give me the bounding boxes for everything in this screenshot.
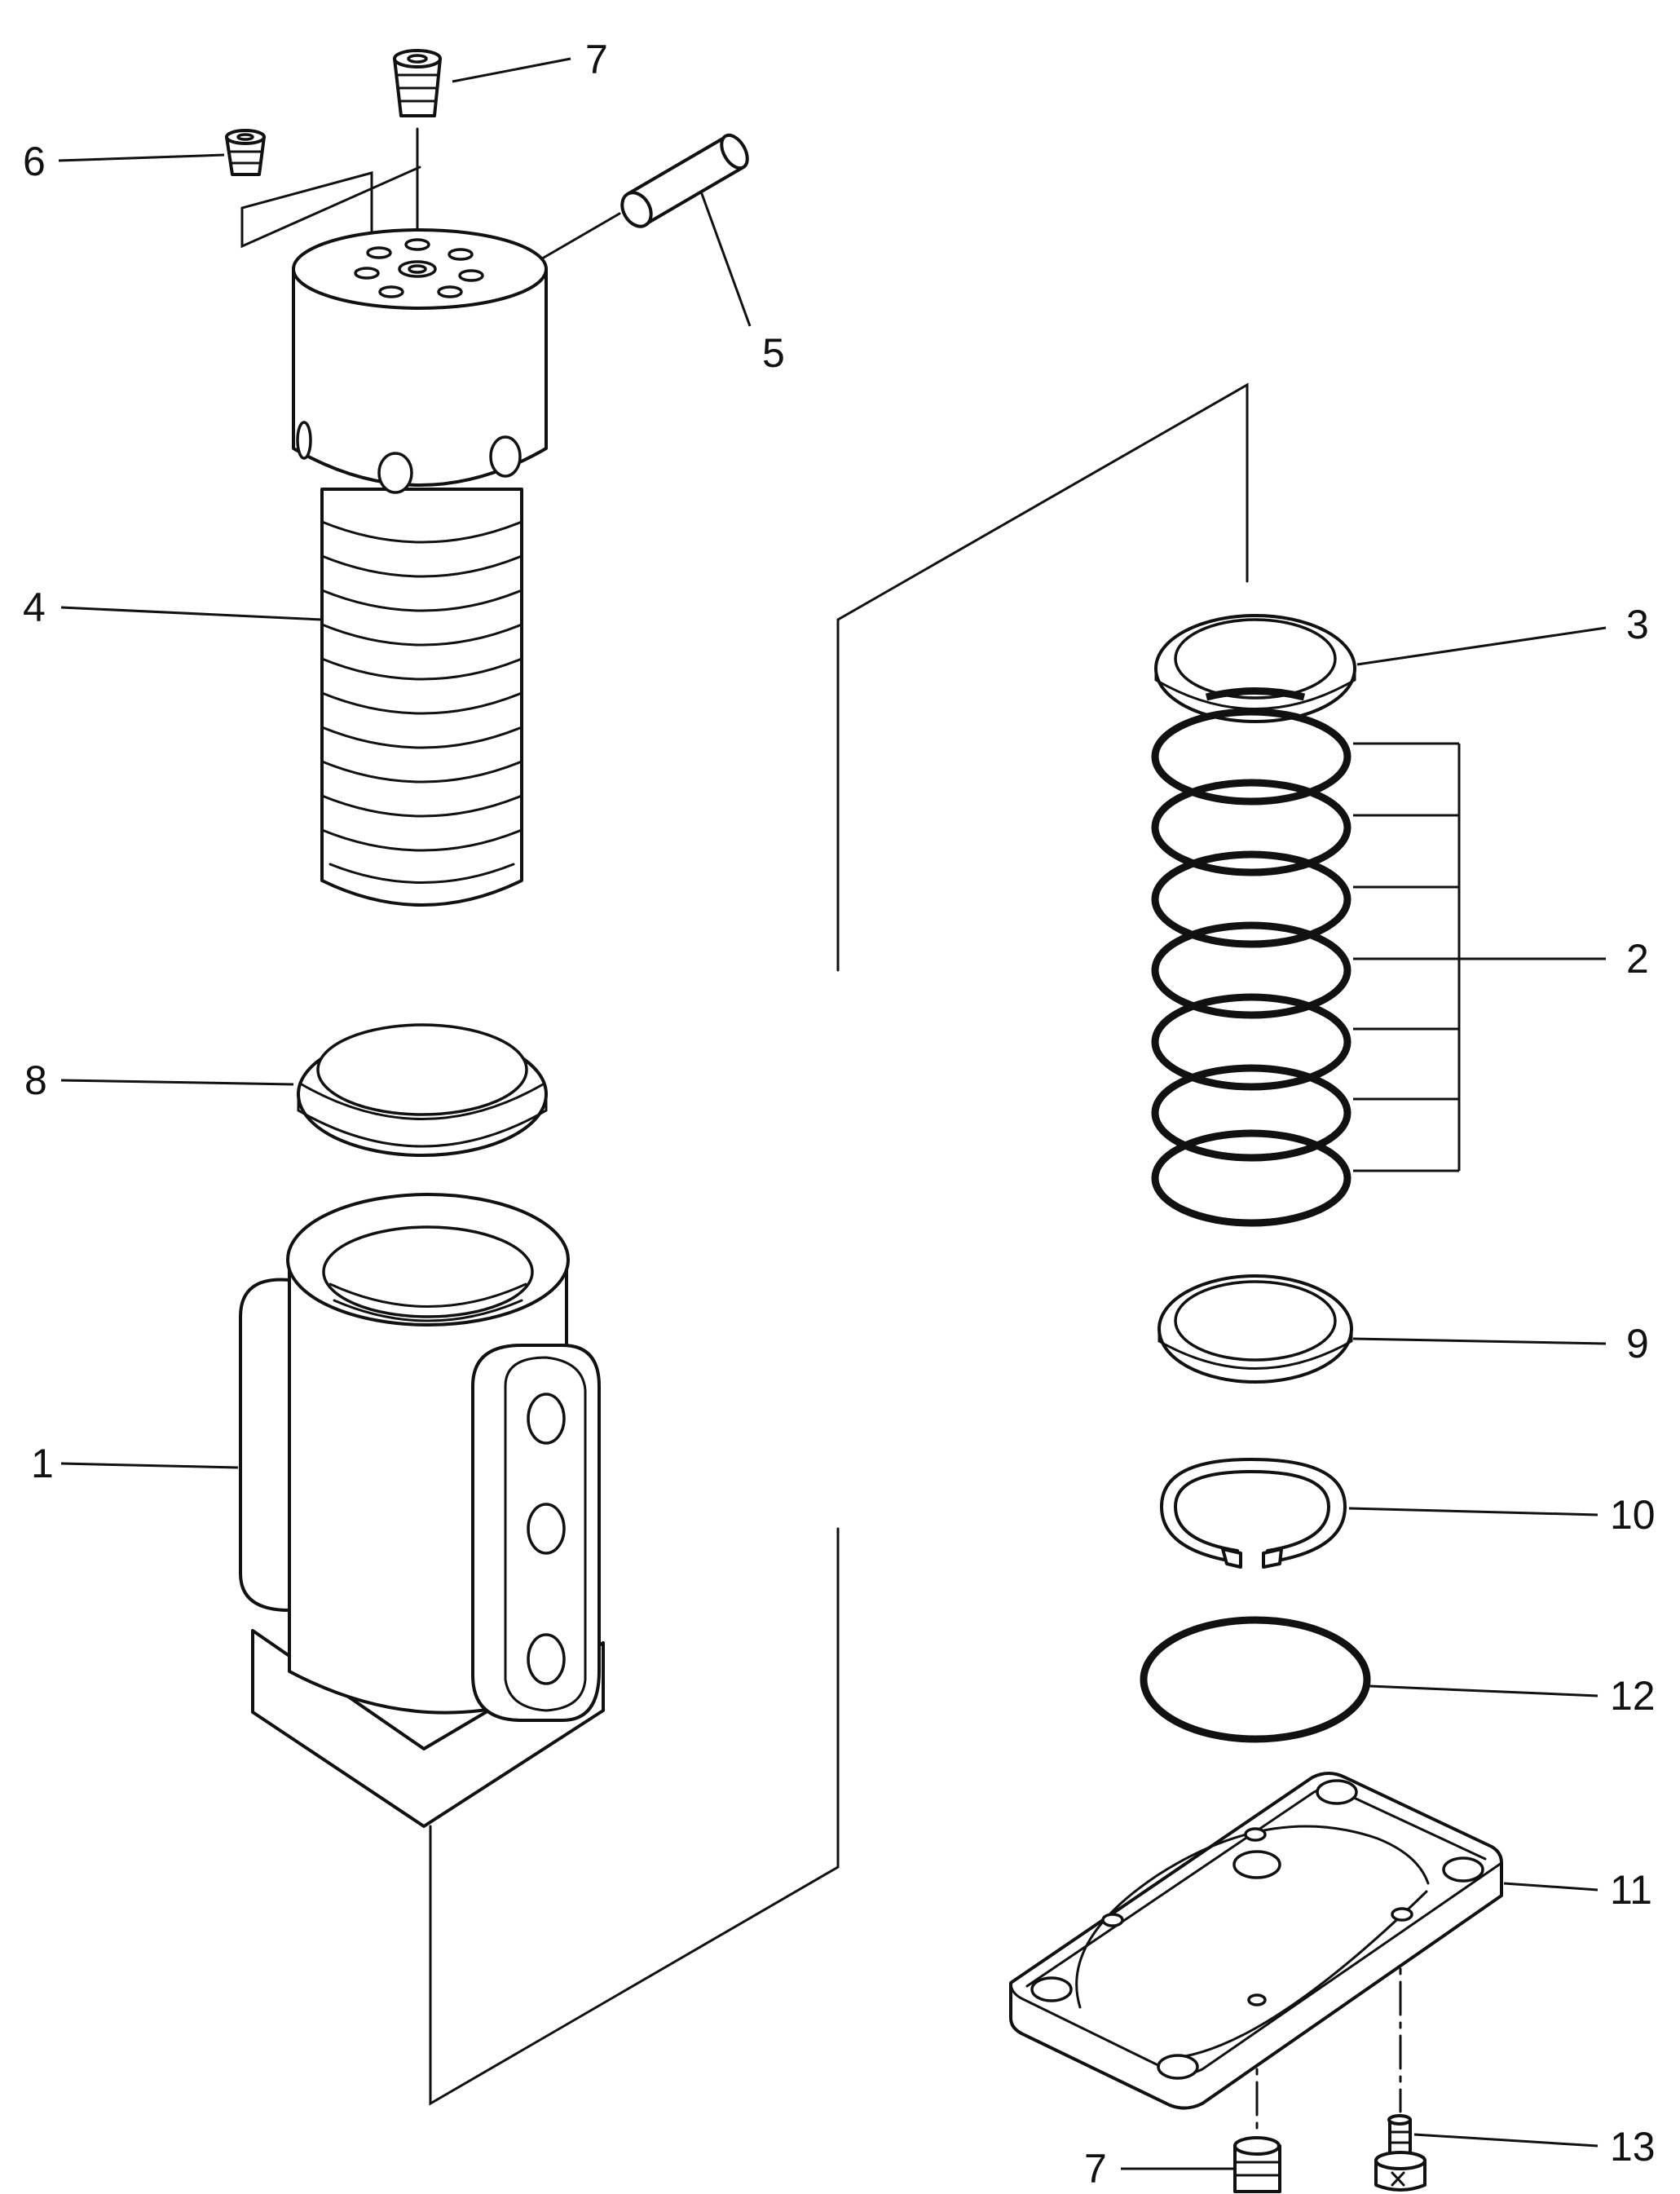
callout-7-bottom: 7: [1084, 2146, 1107, 2192]
part-4-piston: [292, 228, 548, 907]
callout-labels: 1 2 3 4 5 6 7 8 9 10 11 12 13 7: [23, 37, 1656, 2192]
callout-10: 10: [1610, 1492, 1656, 1538]
callout-2: 2: [1626, 936, 1649, 982]
callout-9: 9: [1626, 1321, 1649, 1366]
part-12-o-ring: [1140, 1616, 1371, 1743]
callout-4: 4: [23, 585, 46, 630]
part-11-cover-plate: [1009, 1772, 1503, 2110]
bellows-ribs: [320, 520, 523, 884]
callout-6: 6: [23, 139, 46, 184]
leader-lines: [58, 57, 1607, 2170]
callout-11: 11: [1610, 1867, 1652, 1913]
callout-3: 3: [1626, 602, 1649, 647]
part-1-body: [239, 1193, 605, 1828]
part-10-snap-ring: [1160, 1458, 1347, 1569]
part-13-bolt: [1374, 2114, 1426, 2192]
callout-5: 5: [762, 330, 785, 376]
part-7-bottom-plug: [1233, 2136, 1281, 2193]
part-8-seal: [297, 1023, 548, 1157]
callout-7-top: 7: [585, 37, 608, 82]
part-3-ring: [1154, 614, 1356, 723]
part-7-top-plug: [393, 49, 442, 117]
callout-12: 12: [1610, 1673, 1656, 1719]
callout-1: 1: [31, 1441, 54, 1486]
part-9-ring: [1157, 1274, 1353, 1384]
part-2-ring-stack: [1151, 708, 1351, 1227]
part-6-small-plug: [225, 129, 266, 176]
part-5-pin: [620, 133, 749, 228]
callout-8: 8: [24, 1057, 47, 1103]
callout-13: 13: [1610, 2124, 1656, 2170]
